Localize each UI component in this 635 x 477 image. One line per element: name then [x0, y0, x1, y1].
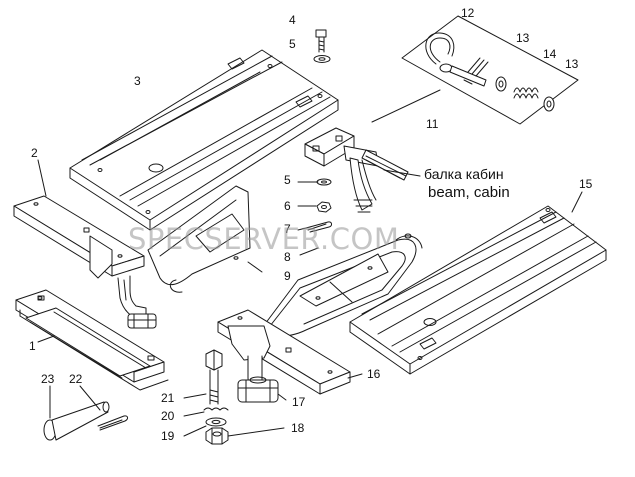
callout-23: 23	[41, 372, 55, 386]
part-6-nut	[316, 201, 332, 213]
callout-5: 5	[289, 37, 296, 51]
part-16-right-beam	[217, 309, 351, 395]
callout-19: 19	[161, 429, 175, 443]
part-9-curved-plate	[147, 185, 263, 293]
part-23-pin	[43, 401, 110, 441]
callout-5: 5	[284, 173, 291, 187]
callout-2: 2	[31, 146, 38, 160]
callout-17: 17	[292, 395, 306, 409]
callout-13: 13	[565, 57, 579, 71]
beam-label-russian: балка кабин	[424, 166, 504, 182]
part-12-14-inset-box	[371, 15, 579, 125]
part-7-cotter-pin	[305, 221, 332, 233]
part-15-platform-plate	[349, 205, 607, 375]
callout-6: 6	[284, 199, 291, 213]
callout-20: 20	[161, 409, 175, 423]
callout-3: 3	[134, 74, 141, 88]
callout-12: 12	[461, 6, 475, 20]
cabin-beam-bracket	[304, 127, 409, 213]
callout-11: 11	[426, 117, 439, 131]
beam-label-english: beam, cabin	[428, 184, 510, 201]
callout-15: 15	[579, 177, 593, 191]
part-3-platform-plate	[69, 49, 339, 231]
callout-18: 18	[291, 421, 305, 435]
callout-16: 16	[367, 367, 381, 381]
part-22-cotter	[97, 415, 128, 431]
part-21-bolt	[205, 349, 223, 405]
part-4-bolt	[315, 29, 327, 53]
part-2-left-beam	[13, 195, 157, 329]
part-5-washer-mid	[316, 178, 332, 186]
part-5-washer-top	[313, 55, 331, 63]
part-20-spring-washer	[203, 407, 229, 411]
callout-9: 9	[284, 269, 291, 283]
callout-21: 21	[161, 391, 175, 405]
leader-lines	[37, 159, 583, 437]
callout-14: 14	[543, 47, 557, 61]
part-19-washer	[205, 417, 227, 427]
callout-22: 22	[69, 372, 83, 386]
part-17-rubber-mount	[237, 376, 279, 403]
callout-8: 8	[284, 250, 291, 264]
callout-13: 13	[516, 31, 530, 45]
callout-4: 4	[289, 13, 296, 27]
watermark: SPECSERVER.COM	[128, 222, 400, 256]
part-18-nut	[205, 427, 229, 445]
part-1-lower-frame	[15, 289, 169, 391]
callout-1: 1	[29, 339, 36, 353]
callout-7: 7	[284, 222, 291, 236]
